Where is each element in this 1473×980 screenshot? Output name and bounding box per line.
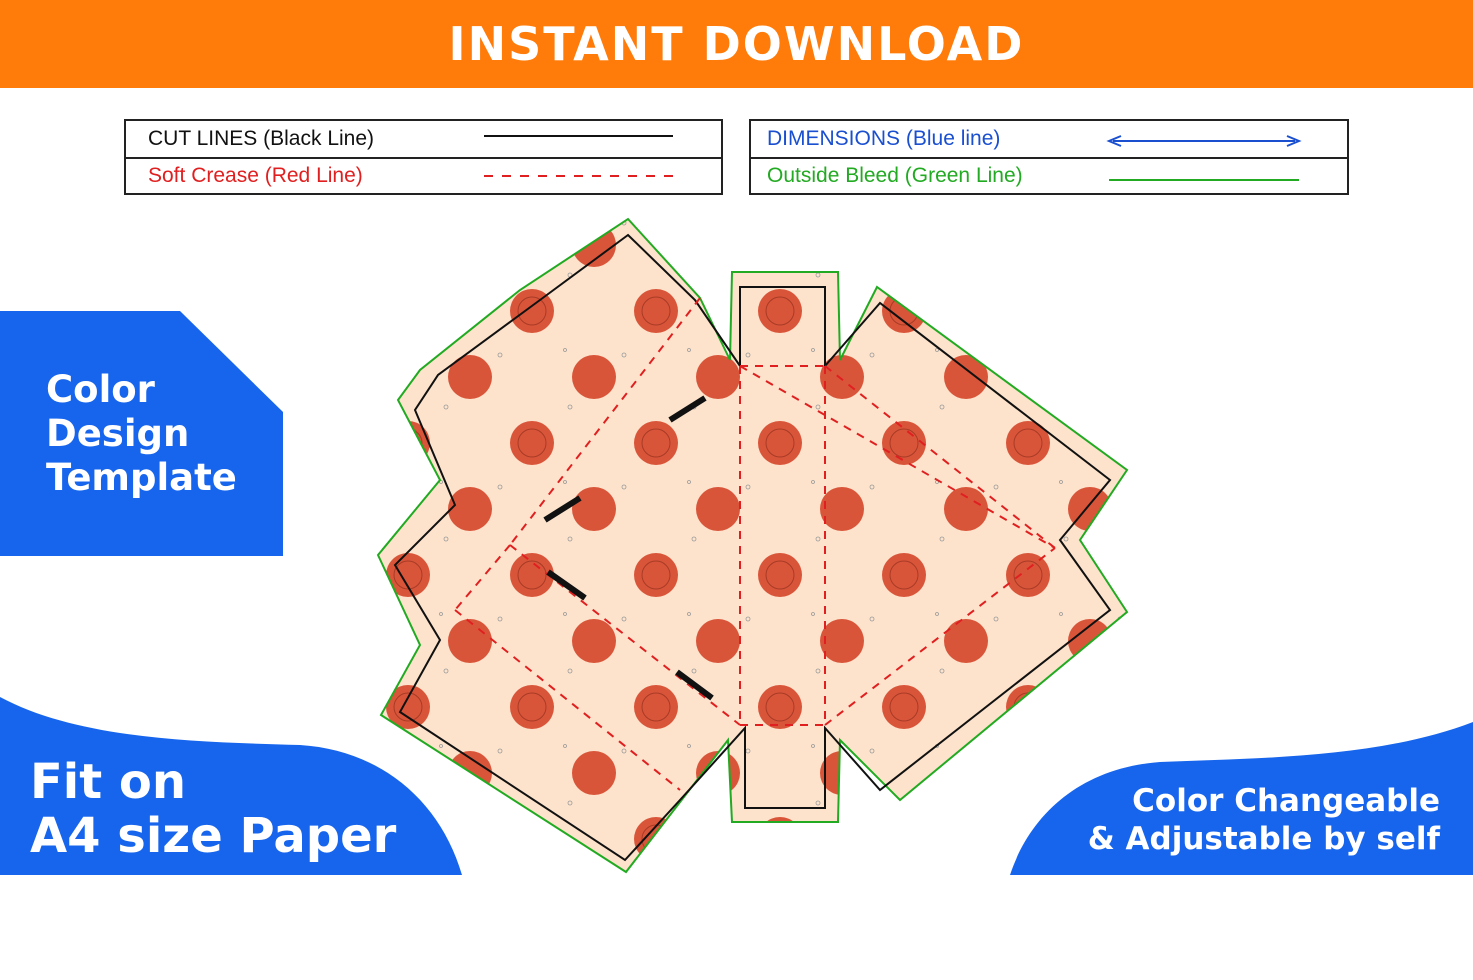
bleed-area	[376, 217, 1129, 874]
crease-line-sample	[484, 175, 673, 177]
legend-row-dimensions: DIMENSIONS (Blue line)	[751, 121, 1347, 159]
slot-cut	[668, 395, 707, 423]
fit-tag-line1: Fit on	[30, 754, 187, 810]
cut-lines-label: CUT LINES (Black Line)	[148, 127, 375, 150]
legend-row-cut: CUT LINES (Black Line)	[126, 121, 721, 159]
slot-cut	[546, 569, 587, 601]
slot-cuts	[543, 395, 714, 701]
slot-cut	[675, 669, 714, 701]
right-tag-line1: Color Changeable	[1132, 783, 1440, 819]
soft-crease-label: Soft Crease (Red Line)	[148, 164, 363, 187]
right-tag: Color Changeable & Adjustable by self	[1088, 782, 1440, 858]
crease-line	[739, 365, 1056, 549]
left-blue-panel	[0, 311, 283, 556]
cut-outline	[393, 233, 1112, 862]
right-tag-line2: & Adjustable by self	[1087, 821, 1440, 857]
bleed-line-sample	[1109, 179, 1299, 181]
banner-title: INSTANT DOWNLOAD	[448, 17, 1025, 71]
crease-line	[824, 547, 1056, 726]
pattern-fill	[378, 219, 1127, 872]
crease-line	[824, 365, 1056, 549]
bottom-left-wave	[0, 697, 462, 875]
top-banner: INSTANT DOWNLOAD	[0, 0, 1473, 88]
double-arrow-icon	[1106, 135, 1302, 147]
dimensions-label: DIMENSIONS (Blue line)	[767, 127, 1001, 150]
left-tag-line3: Template	[46, 456, 237, 499]
slot-cut	[543, 495, 582, 523]
cut-line-sample	[484, 135, 673, 137]
outside-bleed-label: Outside Bleed (Green Line)	[767, 164, 1023, 187]
crease-line	[454, 609, 681, 791]
fit-tag: Fit on A4 size Paper	[30, 755, 396, 863]
bottom-right-wave	[1010, 722, 1473, 875]
left-tag-line1: Color	[46, 368, 155, 411]
fit-tag-line2: A4 size Paper	[30, 808, 397, 864]
legend-row-crease: Soft Crease (Red Line)	[126, 158, 721, 194]
bleed-outline	[376, 217, 1129, 874]
crease-line	[509, 297, 701, 546]
legend-row-bleed: Outside Bleed (Green Line)	[751, 158, 1347, 194]
left-tag-line2: Design	[46, 412, 190, 455]
legend-left: CUT LINES (Black Line) Soft Crease (Red …	[124, 119, 723, 195]
left-tag: Color Design Template	[46, 368, 237, 500]
legend-right: DIMENSIONS (Blue line) Outside Bleed (Gr…	[749, 119, 1349, 195]
